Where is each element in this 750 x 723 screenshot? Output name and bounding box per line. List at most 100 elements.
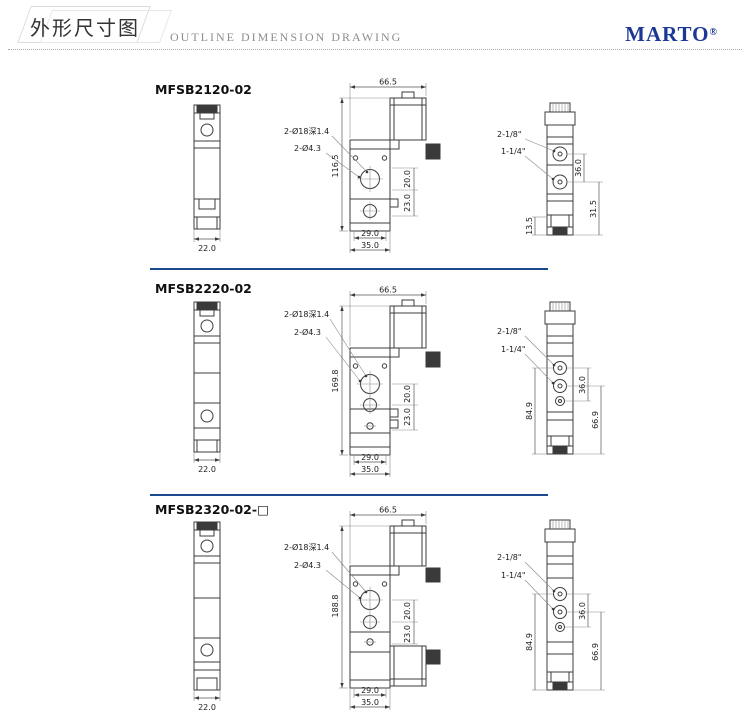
note-port-top: 2-1/8" (497, 327, 556, 367)
brand-logo: MARTO® (625, 22, 718, 47)
valve-body (349, 139, 400, 232)
front-view-s2: 66.5 (284, 286, 441, 477)
dim-label: 29.0 (361, 453, 379, 462)
dim-label: 66.5 (379, 506, 397, 515)
dim-label: 20.0 (403, 170, 412, 188)
page-title-english: OUTLINE DIMENSION DRAWING (170, 30, 403, 44)
side-view-s2: 2-1/8" 1-1/4" 36.0 66.9 (497, 301, 605, 455)
dim-right-inner: 36.0 (568, 153, 603, 183)
note-hole1: 2-Ø18深1.4 (284, 126, 369, 174)
side-view-s3: 2-1/8" 1-1/4" 36.0 66.9 (497, 519, 605, 691)
dim-label: 84.9 (525, 633, 534, 651)
dim-right-outer: 66.9 (566, 385, 605, 455)
section-mfsb2320: MFSB2320-02-□ (0, 500, 750, 723)
dim-label: 22.0 (198, 244, 216, 253)
note-label: 2-1/8" (497, 553, 522, 562)
port-small (360, 202, 380, 220)
solenoid-box (389, 91, 427, 141)
dim-overall-height: 116.5 (331, 97, 390, 232)
side-port-1 (553, 587, 567, 601)
port-large (357, 587, 383, 613)
connector-block-top (425, 567, 441, 583)
dim-label: 31.5 (589, 200, 598, 218)
note-label: 2-Ø4.3 (294, 560, 321, 570)
dim-body-width: 22.0 (193, 229, 221, 253)
model-label: MFSB2220-02 (155, 281, 252, 296)
solenoid-box-top (389, 519, 427, 567)
note-hole1: 2-Ø18深1.4 (284, 542, 368, 594)
dim-label: 29.0 (361, 686, 379, 695)
registered-mark: ® (709, 27, 718, 38)
note-label: 1-1/4" (501, 345, 526, 354)
section-separator-1 (150, 268, 548, 270)
side-port-2 (553, 605, 567, 619)
port-large (357, 166, 383, 192)
note-port-top: 2-1/8" (497, 553, 556, 593)
dim-label: 29.0 (361, 229, 379, 238)
dim-base-widths: 29.0 35.0 (349, 686, 391, 710)
valve-body (349, 347, 400, 456)
side-port-2 (552, 174, 568, 190)
left-view-s3: 22.0 (193, 521, 221, 712)
dim-right-inner: 36.0 (565, 367, 591, 402)
valve-body-side (544, 519, 576, 691)
dim-label: 20.0 (403, 602, 412, 620)
dim-left: 84.9 (525, 593, 553, 691)
dim-overall-width: 66.5 (349, 506, 427, 564)
note-hole2: 2-Ø4.3 (294, 560, 362, 600)
connector-block (425, 143, 441, 160)
solenoid-box-bottom (389, 645, 427, 687)
front-view-s3: 66.5 (284, 506, 441, 710)
valve-body-side (544, 301, 576, 455)
note-label: 2-Ø18深1.4 (284, 542, 329, 552)
front-view-s1: 66.5 (284, 78, 441, 253)
dim-right-inner: 36.0 (565, 593, 591, 628)
valve-body-left (193, 301, 221, 453)
connector-block (425, 351, 441, 368)
side-port-3 (555, 396, 565, 406)
side-port-2 (553, 379, 567, 393)
dim-label: 23.0 (403, 408, 412, 426)
note-hole1: 2-Ø18深1.4 (284, 309, 368, 378)
note-port-side: 1-1/4" (501, 345, 555, 385)
note-label: 2-Ø4.3 (294, 327, 321, 337)
note-label: 1-1/4" (501, 571, 526, 580)
dim-label: 169.8 (331, 370, 340, 393)
connector-block-bottom (425, 649, 441, 665)
dim-label: 22.0 (198, 465, 216, 474)
header-divider (8, 49, 742, 50)
note-label: 2-Ø18深1.4 (284, 309, 329, 319)
dim-label: 22.0 (198, 703, 216, 712)
dim-label: 116.5 (331, 155, 340, 178)
note-port-top: 2-1/8" (497, 130, 556, 153)
dim-label: 36.0 (578, 602, 587, 620)
brand-name: MARTO (625, 22, 710, 46)
valve-body (349, 565, 400, 689)
side-port-3 (555, 622, 565, 632)
side-port-1 (553, 361, 567, 375)
dim-label: 66.5 (379, 78, 397, 87)
dim-left: 13.5 (525, 216, 547, 236)
left-view-s1: 22.0 (193, 104, 221, 253)
note-label: 2-Ø18深1.4 (284, 126, 329, 136)
port-large (357, 371, 383, 397)
valve-body-left (193, 521, 221, 691)
dim-label: 23.0 (403, 194, 412, 212)
dim-left: 84.9 (525, 367, 553, 455)
note-port-side: 1-1/4" (501, 571, 555, 611)
dim-label: 20.0 (403, 385, 412, 403)
side-view-s1: 2-1/8" 1-1/4" 36.0 31.5 (497, 102, 603, 236)
valve-body-left (193, 104, 221, 230)
model-label: MFSB2120-02 (155, 82, 252, 97)
dim-label: 13.5 (525, 217, 534, 235)
note-hole2: 2-Ø4.3 (294, 327, 362, 383)
note-label: 2-1/8" (497, 130, 522, 139)
model-label: MFSB2320-02-□ (155, 502, 269, 517)
dim-overall-width: 66.5 (349, 78, 427, 138)
dim-port-spacing: 20.0 23.0 (392, 599, 418, 645)
dim-label: 23.0 (403, 625, 412, 643)
page-title-chinese: 外形尺寸图 (30, 16, 140, 40)
port-small (360, 396, 380, 414)
dim-label: 84.9 (525, 402, 534, 420)
